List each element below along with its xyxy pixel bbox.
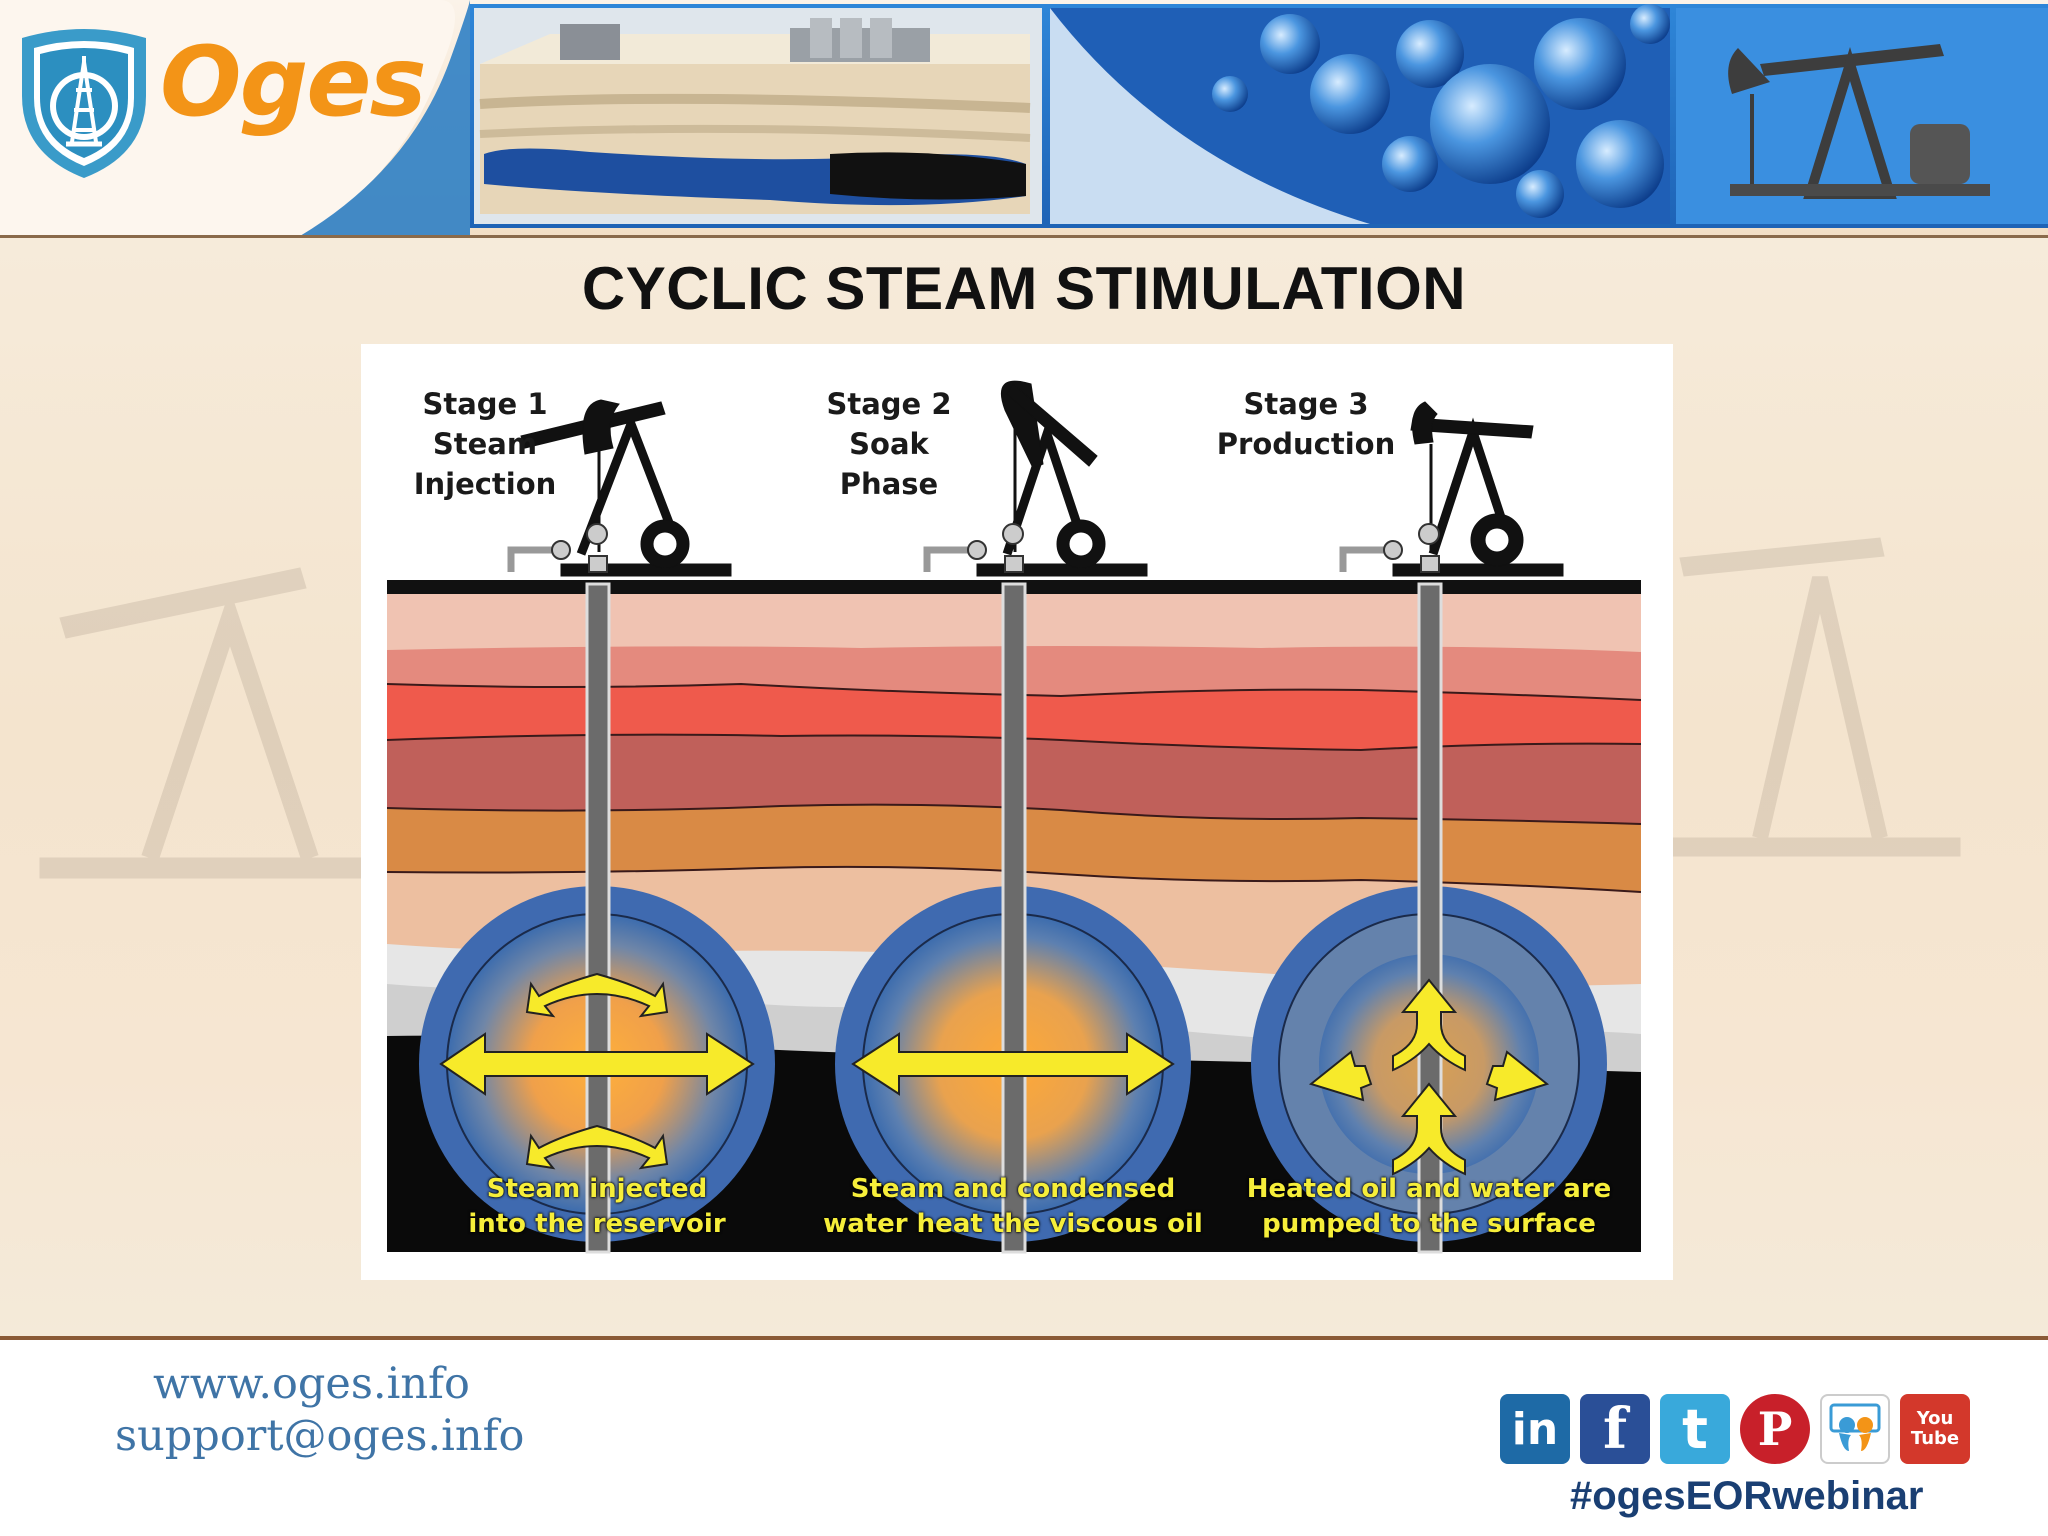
pinterest-icon[interactable]: P xyxy=(1740,1394,1810,1464)
stage-2-label: Stage 2 Soak Phase xyxy=(826,387,952,501)
production-arrows xyxy=(1308,978,1550,1176)
facebook-icon[interactable]: f xyxy=(1580,1394,1650,1464)
twitter-icon[interactable]: t xyxy=(1660,1394,1730,1464)
cyclic-steam-diagram: Stage 1 Steam Injection Stage 2 Soak Pha… xyxy=(361,344,1673,1280)
pumpjack-icon-3 xyxy=(1339,401,1564,577)
background-pumpjack-silhouette xyxy=(39,537,1961,879)
wellbore-3 xyxy=(1417,582,1443,1254)
wellbore-1 xyxy=(585,582,611,1254)
pinterest-glyph: P xyxy=(1757,1402,1793,1456)
facebook-glyph: f xyxy=(1602,1396,1628,1462)
pumpjack-icon-2 xyxy=(923,380,1148,577)
stage-3-label: Stage 3 Production xyxy=(1216,387,1396,461)
steam-injection-arrows xyxy=(439,972,755,1170)
linkedin-glyph: in xyxy=(1511,1403,1559,1455)
email-link[interactable]: support@oges.info xyxy=(115,1411,525,1461)
stage-3-caption: Heated oil and water are pumped to the s… xyxy=(1246,1174,1612,1239)
youtube-glyph: You Tube xyxy=(1910,1408,1960,1449)
header-banner xyxy=(470,4,2048,228)
brand-logo: Oges xyxy=(160,26,427,138)
stage-1-label: Stage 1 Steam Injection xyxy=(413,387,557,501)
website-link[interactable]: www.oges.info xyxy=(153,1359,470,1409)
youtube-icon[interactable]: You Tube xyxy=(1900,1394,1970,1464)
footer-divider xyxy=(0,1336,2048,1340)
contact-info: www.oges.info support@oges.info xyxy=(115,1358,524,1462)
derrick-shield-icon xyxy=(22,29,146,178)
stage-1-caption: Steam injected into the reservoir xyxy=(468,1174,726,1239)
stage-2-caption: Steam and condensed water heat the visco… xyxy=(823,1174,1203,1239)
header: Oges xyxy=(0,0,2048,236)
twitter-glyph: t xyxy=(1682,1397,1708,1461)
header-divider xyxy=(0,235,2048,238)
linkedin-icon[interactable]: in xyxy=(1500,1394,1570,1464)
diagram-graphic xyxy=(361,380,1673,1280)
wellbore-2 xyxy=(1001,582,1027,1254)
slideshare-icon[interactable] xyxy=(1820,1394,1890,1464)
hashtag: #ogesEORwebinar xyxy=(1570,1474,1924,1518)
slideshare-glyph xyxy=(1829,1403,1881,1451)
soak-arrows xyxy=(851,1032,1175,1096)
slide-title: CYCLIC STEAM STIMULATION xyxy=(581,255,1467,322)
pumpjack-icon-1 xyxy=(507,399,732,577)
